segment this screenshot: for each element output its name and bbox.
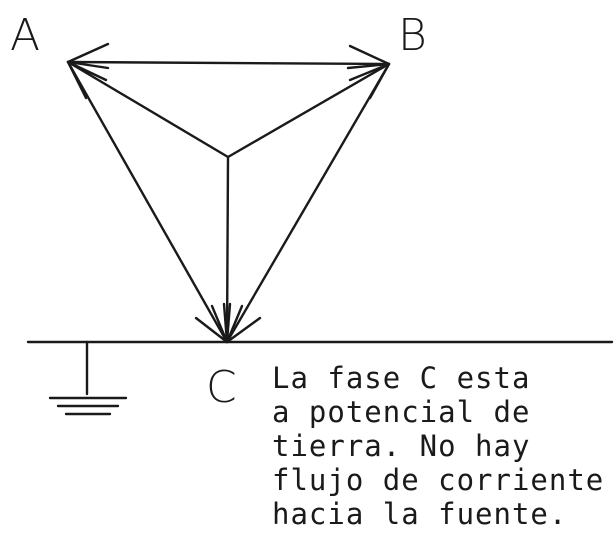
phasor-ab	[66, 42, 391, 82]
phasor-b-c	[225, 62, 391, 344]
ground-icon	[48, 340, 128, 416]
note-line-1: La fase C esta	[272, 361, 530, 395]
node-label-b: B	[398, 10, 427, 61]
arrowhead-bc	[225, 302, 262, 344]
node-label-c: C	[206, 362, 237, 413]
phasor-n-b	[226, 62, 391, 159]
arrowhead-na	[66, 60, 110, 100]
note-line-3: tierra. No hay	[272, 429, 530, 463]
arrowhead-nb	[346, 62, 391, 100]
note-line-5: hacia la fuente.	[272, 497, 567, 531]
phase-c-note: La fase C esta a potencial de tierra. No…	[272, 361, 604, 531]
phasor-a-c	[66, 60, 229, 344]
note-line-2: a potencial de	[272, 395, 530, 429]
phasor-n-c	[210, 155, 244, 344]
phasor-n-a	[66, 60, 230, 159]
node-label-a: A	[10, 10, 40, 61]
arrowhead-ac	[194, 302, 229, 344]
note-line-4: flujo de corriente	[272, 463, 604, 497]
